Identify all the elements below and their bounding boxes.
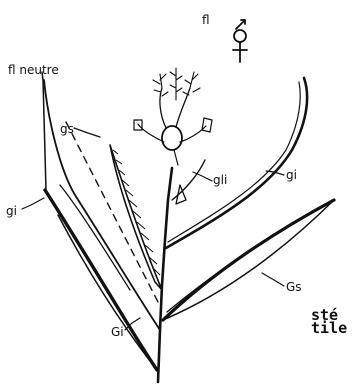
label-Gs: Gs [286, 280, 302, 294]
leader-gs [74, 128, 100, 137]
lemma-gi-right-inner [168, 82, 300, 242]
glume-Gs-outer [163, 200, 334, 320]
leader-gi-left [22, 198, 44, 209]
glume-Gs-right [163, 200, 334, 320]
palea-hatched [110, 145, 162, 290]
stigma-center [170, 68, 182, 100]
leader-lines [22, 72, 284, 330]
ovary [162, 126, 182, 150]
leader-Gs [262, 273, 284, 286]
lemma-gli [172, 160, 205, 200]
stigma-right [183, 72, 200, 95]
lemma-gi-right [166, 78, 307, 248]
anther-right [202, 118, 212, 132]
hermaphrodite-symbol-icon [233, 20, 247, 62]
label-fl-neutre: fl neutre [8, 63, 59, 77]
label-gi-right: gi [286, 168, 297, 182]
rachilla-axis [158, 168, 172, 382]
gli-small-bract [176, 185, 186, 204]
label-gi-left: gi [6, 204, 17, 218]
fertile-floret [134, 68, 212, 165]
label-Gi: Gi [111, 325, 124, 339]
label-fl: fl [202, 13, 210, 27]
palea-hatching [113, 150, 160, 275]
floret-stalk [174, 150, 178, 165]
label-partial-2: tile [311, 319, 347, 337]
label-gli: gli [213, 173, 227, 187]
